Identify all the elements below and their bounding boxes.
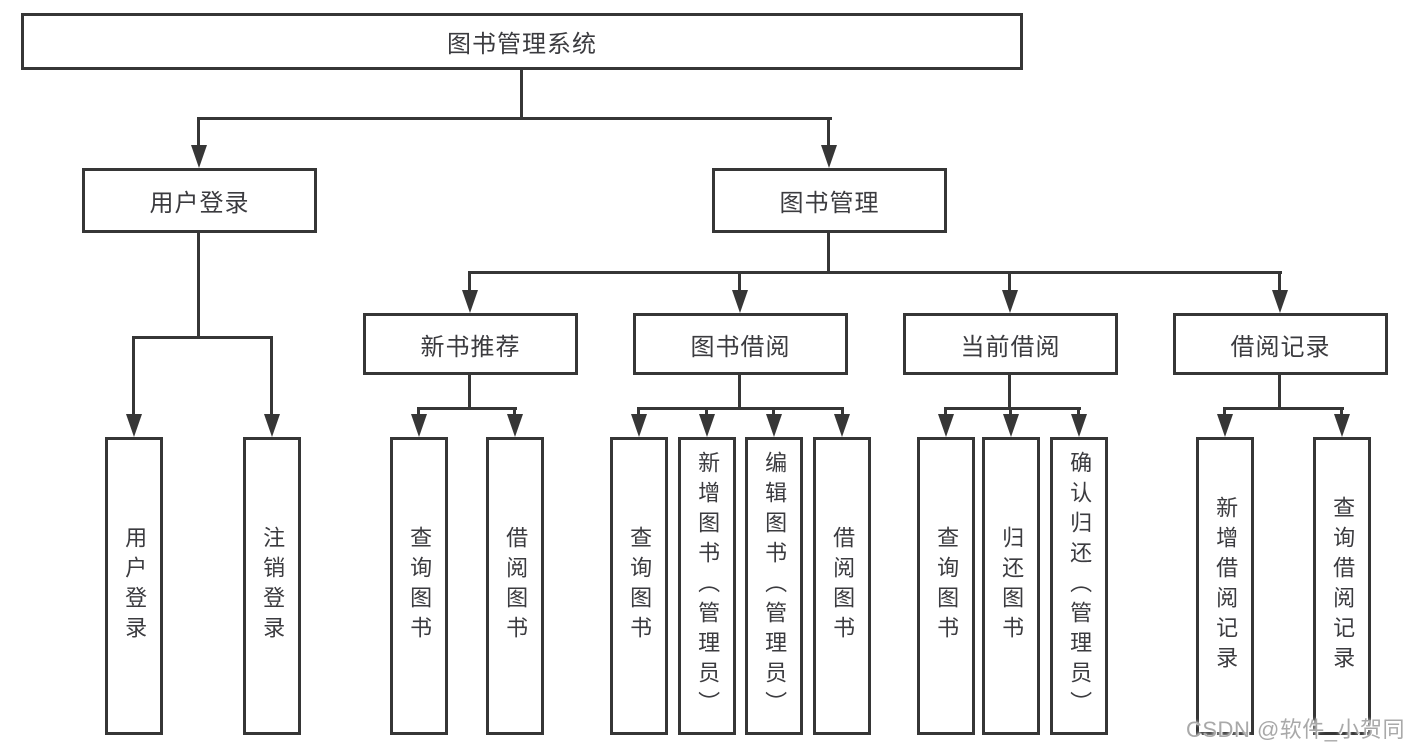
connector-line xyxy=(738,271,741,293)
leaf-add-book-admin: 新增图书（管理员） xyxy=(678,437,736,735)
connector-line xyxy=(1008,271,1011,293)
arrow-down-icon xyxy=(1272,290,1288,313)
node-book-borrowing: 图书借阅 xyxy=(633,313,848,375)
connector-line xyxy=(197,117,832,120)
arrow-down-icon xyxy=(821,145,837,168)
arrow-down-icon xyxy=(1217,414,1233,437)
watermark: CSDN @软件_小贺同学 xyxy=(1186,717,1405,742)
connector-line xyxy=(738,375,741,410)
leaf-label: 查询借阅记录 xyxy=(1330,496,1356,676)
leaf-label: 归还图书 xyxy=(999,526,1025,646)
connector-line xyxy=(772,407,775,417)
connector-line xyxy=(944,407,1081,410)
connector-line xyxy=(1008,375,1011,410)
leaf-label: 查询图书 xyxy=(934,526,960,646)
connector-line xyxy=(197,233,200,339)
connector-line xyxy=(944,407,947,417)
connector-line xyxy=(1278,375,1281,410)
node-user-login: 用户登录 xyxy=(82,168,317,233)
leaf-query-books-borrow: 查询图书 xyxy=(610,437,668,735)
connector-line xyxy=(468,271,471,293)
connector-line xyxy=(270,336,273,416)
leaf-borrow-books-recommend: 借阅图书 xyxy=(486,437,544,735)
arrow-down-icon xyxy=(411,414,427,437)
leaf-confirm-return-admin: 确认归还（管理员） xyxy=(1050,437,1108,735)
node-borrowing-records: 借阅记录 xyxy=(1173,313,1388,375)
arrow-down-icon xyxy=(834,414,850,437)
connector-line xyxy=(841,407,844,417)
connector-line xyxy=(1009,407,1012,417)
node-new-book-recommendation: 新书推荐 xyxy=(363,313,578,375)
leaf-logout: 注销登录 xyxy=(243,437,301,735)
leaf-label: 新增图书（管理员） xyxy=(695,451,721,721)
arrow-down-icon xyxy=(732,290,748,313)
arrow-down-icon xyxy=(1002,290,1018,313)
leaf-label: 查询图书 xyxy=(407,526,433,646)
arrow-down-icon xyxy=(264,414,280,437)
leaf-add-borrow-record: 新增借阅记录 xyxy=(1196,437,1254,735)
node-current-borrowing: 当前借阅 xyxy=(903,313,1118,375)
connector-line xyxy=(417,407,420,417)
connector-line xyxy=(513,407,516,417)
arrow-down-icon xyxy=(462,290,478,313)
leaf-user-login: 用户登录 xyxy=(105,437,163,735)
arrow-down-icon xyxy=(631,414,647,437)
arrow-down-icon xyxy=(766,414,782,437)
leaf-label: 用户登录 xyxy=(122,526,148,646)
arrow-down-icon xyxy=(126,414,142,437)
connector-line xyxy=(1278,271,1281,293)
arrow-down-icon xyxy=(191,145,207,168)
node-book-management: 图书管理 xyxy=(712,168,947,233)
leaf-query-books-current: 查询图书 xyxy=(917,437,975,735)
connector-line xyxy=(1340,407,1343,417)
connector-line xyxy=(132,336,273,339)
leaf-label: 借阅图书 xyxy=(503,526,529,646)
connector-line xyxy=(1077,407,1080,417)
leaf-label: 注销登录 xyxy=(260,526,286,646)
connector-line xyxy=(417,407,517,410)
connector-line xyxy=(637,407,640,417)
connector-line xyxy=(827,117,830,146)
connector-line xyxy=(197,117,200,146)
node-library-management-system: 图书管理系统 xyxy=(21,13,1023,70)
connector-line xyxy=(1223,407,1226,417)
leaf-label: 新增借阅记录 xyxy=(1213,496,1239,676)
leaf-label: 查询图书 xyxy=(627,526,653,646)
connector-line xyxy=(468,271,1282,274)
leaf-edit-book-admin: 编辑图书（管理员） xyxy=(745,437,803,735)
connector-line xyxy=(468,375,471,410)
arrow-down-icon xyxy=(699,414,715,437)
leaf-borrow-books: 借阅图书 xyxy=(813,437,871,735)
arrow-down-icon xyxy=(1334,414,1350,437)
arrow-down-icon xyxy=(507,414,523,437)
leaf-label: 编辑图书（管理员） xyxy=(762,451,788,721)
leaf-query-books-recommend: 查询图书 xyxy=(390,437,448,735)
leaf-return-book: 归还图书 xyxy=(982,437,1040,735)
connector-line xyxy=(637,407,844,410)
connector-line xyxy=(132,336,135,416)
connector-line xyxy=(1223,407,1344,410)
connector-line xyxy=(705,407,708,417)
connector-line xyxy=(827,233,830,274)
arrow-down-icon xyxy=(938,414,954,437)
connector-line xyxy=(520,70,523,120)
leaf-label: 借阅图书 xyxy=(830,526,856,646)
arrow-down-icon xyxy=(1003,414,1019,437)
leaf-label: 确认归还（管理员） xyxy=(1067,451,1093,721)
arrow-down-icon xyxy=(1071,414,1087,437)
leaf-query-borrow-record: 查询借阅记录 xyxy=(1313,437,1371,735)
